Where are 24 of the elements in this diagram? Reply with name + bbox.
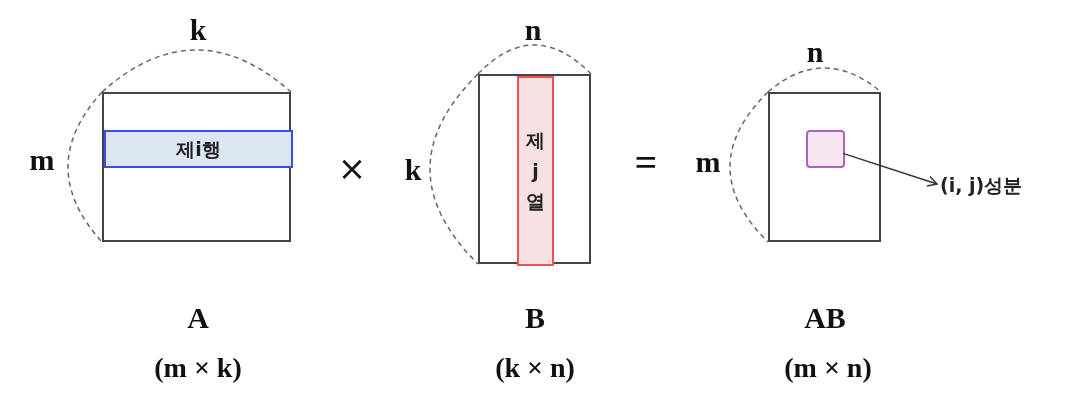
dimension-label: m xyxy=(695,147,721,177)
column-band xyxy=(517,76,554,266)
dimension-label: k xyxy=(189,15,207,45)
matrix-name: A xyxy=(187,303,209,333)
dimension-label: m xyxy=(29,145,55,175)
multiply-sign: × xyxy=(337,151,367,185)
arrow xyxy=(842,152,938,187)
element-cell xyxy=(806,130,845,168)
dimension-label: n xyxy=(806,37,824,67)
row-band xyxy=(104,130,293,168)
equals-sign: = xyxy=(634,143,658,183)
matrix-name: B xyxy=(525,303,545,333)
matrix-box xyxy=(478,74,591,264)
matrix-size: (m × n) xyxy=(784,354,872,382)
dimension-label: k xyxy=(404,155,422,185)
matrix-box xyxy=(102,92,291,242)
column-label: 제j열 xyxy=(526,128,545,215)
matrix-size: (k × n) xyxy=(495,354,575,382)
matrix-size: (m × k) xyxy=(154,354,242,382)
node-label: 제i행 xyxy=(176,136,221,162)
matrix-name: AB xyxy=(804,303,846,333)
node-label: (i, j)성분 xyxy=(940,172,1023,198)
dimension-label: n xyxy=(524,15,542,45)
matrix-box xyxy=(768,92,881,242)
